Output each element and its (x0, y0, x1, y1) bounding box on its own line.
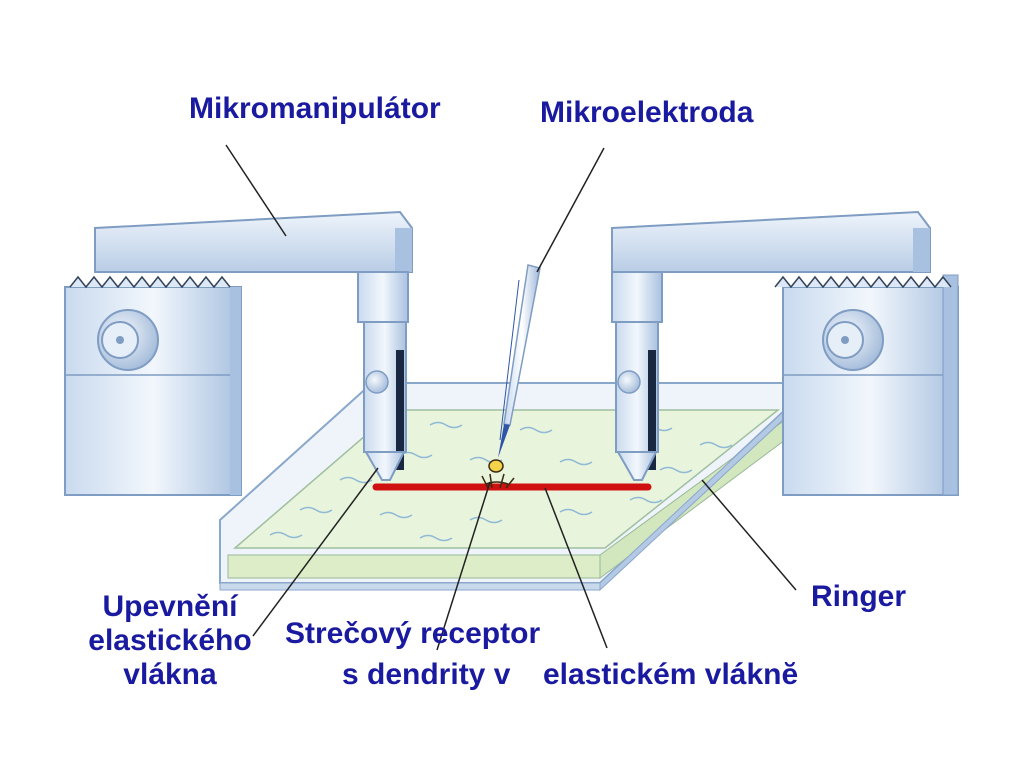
leader-receptor (436, 481, 491, 651)
label-upevneni-line-3: vlákna (123, 658, 217, 691)
stretch-receptor (481, 459, 515, 489)
label-upevneni-line-1: Upevnění (102, 590, 238, 623)
label-mikroelektroda: Mikroelektroda (540, 96, 754, 129)
label-upevneni-line-2: elastického (88, 624, 252, 657)
left-micromanipulator (64, 210, 413, 496)
label-ringer: Ringer (811, 580, 907, 613)
right-micromanipulator (611, 210, 959, 496)
microelectrode (498, 264, 541, 458)
fluid-ripples (269, 421, 733, 542)
label-upevneni-block: Upevnění elastického vlákna (60, 590, 280, 692)
leader-ringer (701, 479, 797, 591)
label-receptor-line-2: s dendrity v (342, 658, 511, 691)
leader-upevneni (252, 467, 379, 637)
label-vlakno: elastickém vláknĕ (543, 658, 799, 691)
leader-mikroelektroda (536, 147, 605, 273)
label-receptor-line-1: Strečový receptor (285, 617, 541, 650)
leader-lines (225, 144, 797, 651)
leader-vlakno (544, 487, 608, 649)
leader-mikromanipulator (225, 144, 287, 237)
label-mikromanipulator: Mikromanipulátor (189, 92, 441, 125)
